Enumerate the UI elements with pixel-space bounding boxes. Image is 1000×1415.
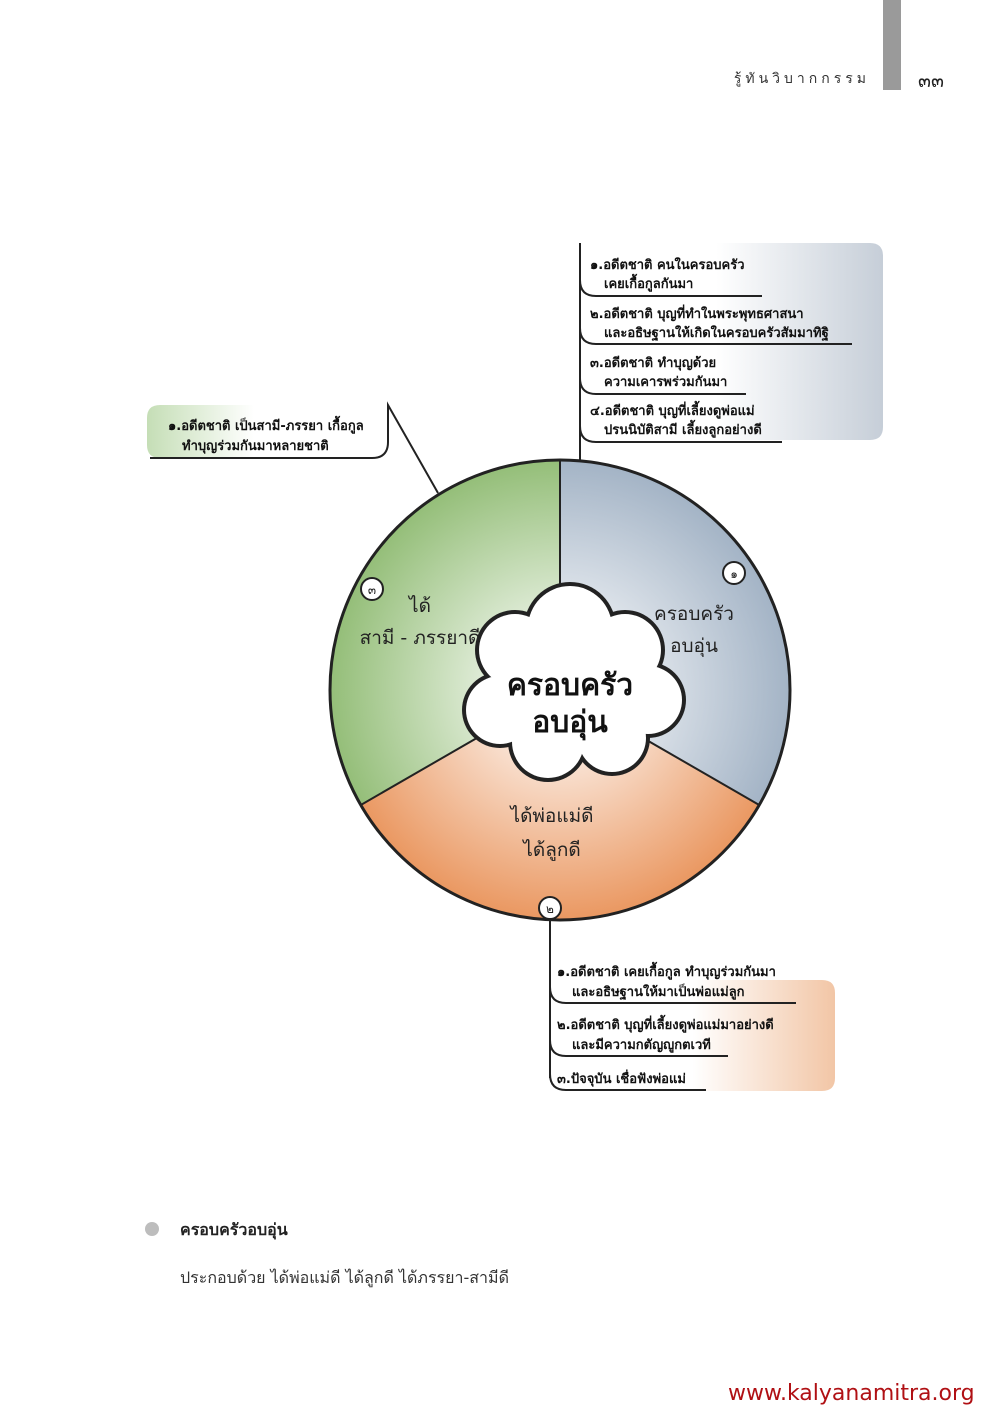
family-reason-3-line1: ๓.อดีตชาติ ทำบุญด้วย: [590, 355, 716, 371]
family-reason-2-line2: และอธิษฐานให้เกิดในครอบครัวสัมมาทิฐิ: [604, 324, 829, 342]
caption-body: ประกอบด้วย ได้พ่อแม่ดี ได้ลูกดี ได้ภรรยา…: [180, 1268, 509, 1287]
center-title-line1: ครอบครัว: [507, 668, 633, 703]
segment-family-label-line1: ครอบครัว: [654, 603, 734, 625]
segment-parents-number-badge: [538, 896, 562, 920]
segment-family-number-badge: [722, 561, 746, 585]
segment-parents-number: ๒: [546, 902, 554, 916]
family-reason-1-line2: เคยเกื้อกูลกันมา: [604, 273, 693, 292]
parents-reasons-box: ๑.อดีตชาติ เคยเกื้อกูล ทำบุญร่วมกันมา แล…: [549, 920, 835, 1091]
header-title: รู้ทันวิบากกรรม: [733, 71, 870, 87]
spouse-reason-1-line2: ทำบุญร่วมกันมาหลายชาติ: [182, 438, 329, 454]
site-url: www.kalyanamitra.org: [728, 1381, 975, 1406]
segment-family-label-line2: อบอุ่น: [670, 635, 718, 658]
segment-family-number: ๑: [730, 567, 738, 581]
parents-reason-1-line2: และอธิษฐานให้มาเป็นพ่อแม่ลูก: [572, 982, 745, 1001]
segment-parents-label-line2: ได้ลูกดี: [521, 839, 580, 861]
parents-reason-3-line1: ๓.ปัจจุบัน เชื่อฟังพ่อแม่: [557, 1069, 686, 1087]
family-reason-4-line1: ๔.อดีตชาติ บุญที่เลี้ยงดูพ่อแม่: [590, 400, 755, 419]
family-reasons-box: ๑.อดีตชาติ คนในครอบครัว เคยเกื้อกูลกันมา…: [579, 243, 883, 460]
header-bar: [883, 0, 901, 90]
caption-title: ครอบครัวอบอุ่น: [180, 1220, 288, 1239]
family-reason-2-line1: ๒.อดีตชาติ บุญที่ทำในพระพุทธศาสนา: [590, 304, 804, 322]
page-number: ๓๓: [918, 70, 944, 92]
family-reason-4-line2: ปรนนิบัติสามี เลี้ยงลูกอย่างดี: [604, 419, 762, 438]
parents-reason-2-line1: ๒.อดีตชาติ บุญที่เลี้ยงดูพ่อแม่มาอย่างดี: [557, 1014, 774, 1033]
spouse-reasons-box: ๑.อดีตชาติ เป็นสามี-ภรรยา เกื้อกูล ทำบุญ…: [147, 401, 439, 494]
center-title-line2: อบอุ่น: [532, 705, 608, 741]
segment-spouse-number-badge: [360, 577, 384, 601]
parents-reason-1-line1: ๑.อดีตชาติ เคยเกื้อกูล ทำบุญร่วมกันมา: [557, 961, 776, 980]
family-reason-3-line2: ความเคารพร่วมกันมา: [604, 375, 727, 390]
segment-spouse-number: ๓: [368, 583, 376, 597]
parents-reason-2-line2: และมีความกตัญญูกตเวที: [572, 1037, 711, 1053]
center-cloud: ครอบครัว อบอุ่น: [462, 582, 686, 782]
spouse-reason-1-line1: ๑.อดีตชาติ เป็นสามี-ภรรยา เกื้อกูล: [168, 415, 364, 434]
segment-spouse-label-line2: สามี - ภรรยาดี: [360, 627, 481, 649]
segment-spouse-label-line1: ได้: [407, 595, 431, 617]
segment-parents-label-line1: ได้พ่อแม่ดี: [509, 805, 594, 827]
family-reason-1-line1: ๑.อดีตชาติ คนในครอบครัว: [590, 256, 745, 273]
caption-bullet: [145, 1222, 159, 1236]
